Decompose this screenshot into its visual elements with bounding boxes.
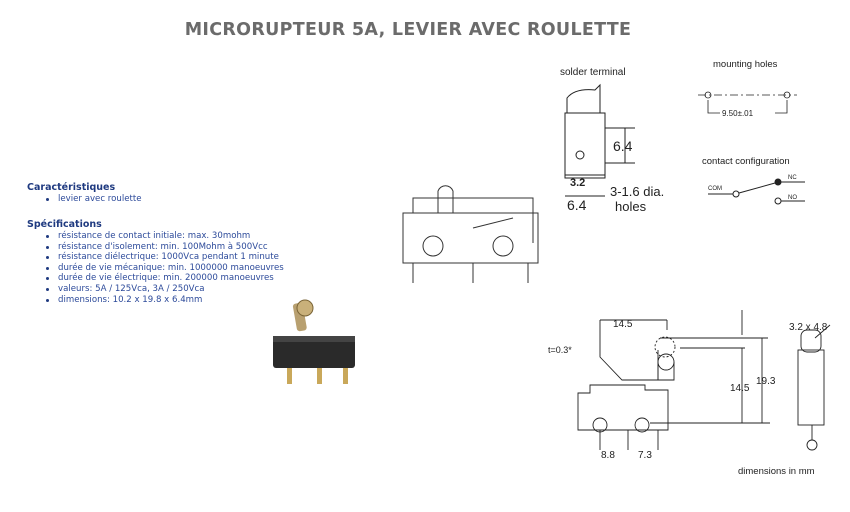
dim-inner: 3.2 bbox=[570, 177, 585, 189]
switch-drawing-front bbox=[402, 185, 539, 283]
contact-configuration-diagram: contact configuration COM NC NO bbox=[702, 156, 805, 205]
solder-title: solder terminal bbox=[560, 67, 626, 78]
holes-line2: holes bbox=[615, 199, 647, 214]
page-title: MICRORUPTEUR 5A, LEVIER AVEC ROULETTE bbox=[184, 20, 632, 40]
mounting-dim: 9.50±.01 bbox=[722, 109, 754, 118]
solder-terminal-diagram: solder terminal 6.4 3.2 6.4 3-1.6 dia. h… bbox=[560, 67, 664, 214]
list-item: résistance diélectrique: 1000Vca pendant… bbox=[32, 252, 284, 263]
dim-lever-length: 14.5 bbox=[613, 319, 633, 330]
characteristics-list: levier avec roulette bbox=[32, 194, 142, 205]
product-photo bbox=[273, 299, 355, 384]
mounting-holes-diagram: mounting holes 9.50±.01 bbox=[698, 59, 797, 118]
dim-pin1: 8.8 bbox=[601, 450, 615, 461]
contact-title: contact configuration bbox=[702, 156, 790, 167]
no-label: NO bbox=[788, 195, 797, 201]
com-label: COM bbox=[708, 186, 722, 192]
list-item: durée de vie mécanique: min. 1000000 man… bbox=[32, 263, 284, 274]
list-item: durée de vie électrique: min. 200000 man… bbox=[32, 273, 284, 284]
holes-line1: 3-1.6 dia. bbox=[610, 184, 664, 199]
specifications-list: résistance de contact initiale: max. 30m… bbox=[32, 231, 284, 305]
dim-pin2: 7.3 bbox=[638, 450, 652, 461]
dim-height-low: 14.5 bbox=[730, 383, 750, 394]
specifications-heading: Spécifications bbox=[27, 219, 102, 230]
dim-roller: 3.2 x 4.8 bbox=[789, 322, 828, 333]
nc-label: NC bbox=[788, 175, 797, 181]
units-note: dimensions in mm bbox=[738, 466, 815, 477]
list-item: levier avec roulette bbox=[32, 194, 142, 205]
dim-w: 6.4 bbox=[567, 197, 587, 213]
mounting-title: mounting holes bbox=[713, 59, 778, 70]
dim-thickness: t=0.3* bbox=[548, 345, 572, 355]
list-item: valeurs: 5A / 125Vca, 3A / 250Vca bbox=[32, 284, 284, 295]
list-item: résistance d'isolement: min. 100Mohm à 5… bbox=[32, 242, 284, 253]
characteristics-heading: Caractéristiques bbox=[27, 182, 116, 193]
dim-height-high: 19.3 bbox=[756, 376, 776, 387]
dimension-drawing: 14.5 t=0.3* 14.5 19.3 8.8 7.3 3.2 x 4.8 … bbox=[548, 310, 831, 477]
list-item: résistance de contact initiale: max. 30m… bbox=[32, 231, 284, 242]
dim-h: 6.4 bbox=[613, 138, 633, 154]
list-item: dimensions: 10.2 x 19.8 x 6.4mm bbox=[32, 295, 284, 306]
